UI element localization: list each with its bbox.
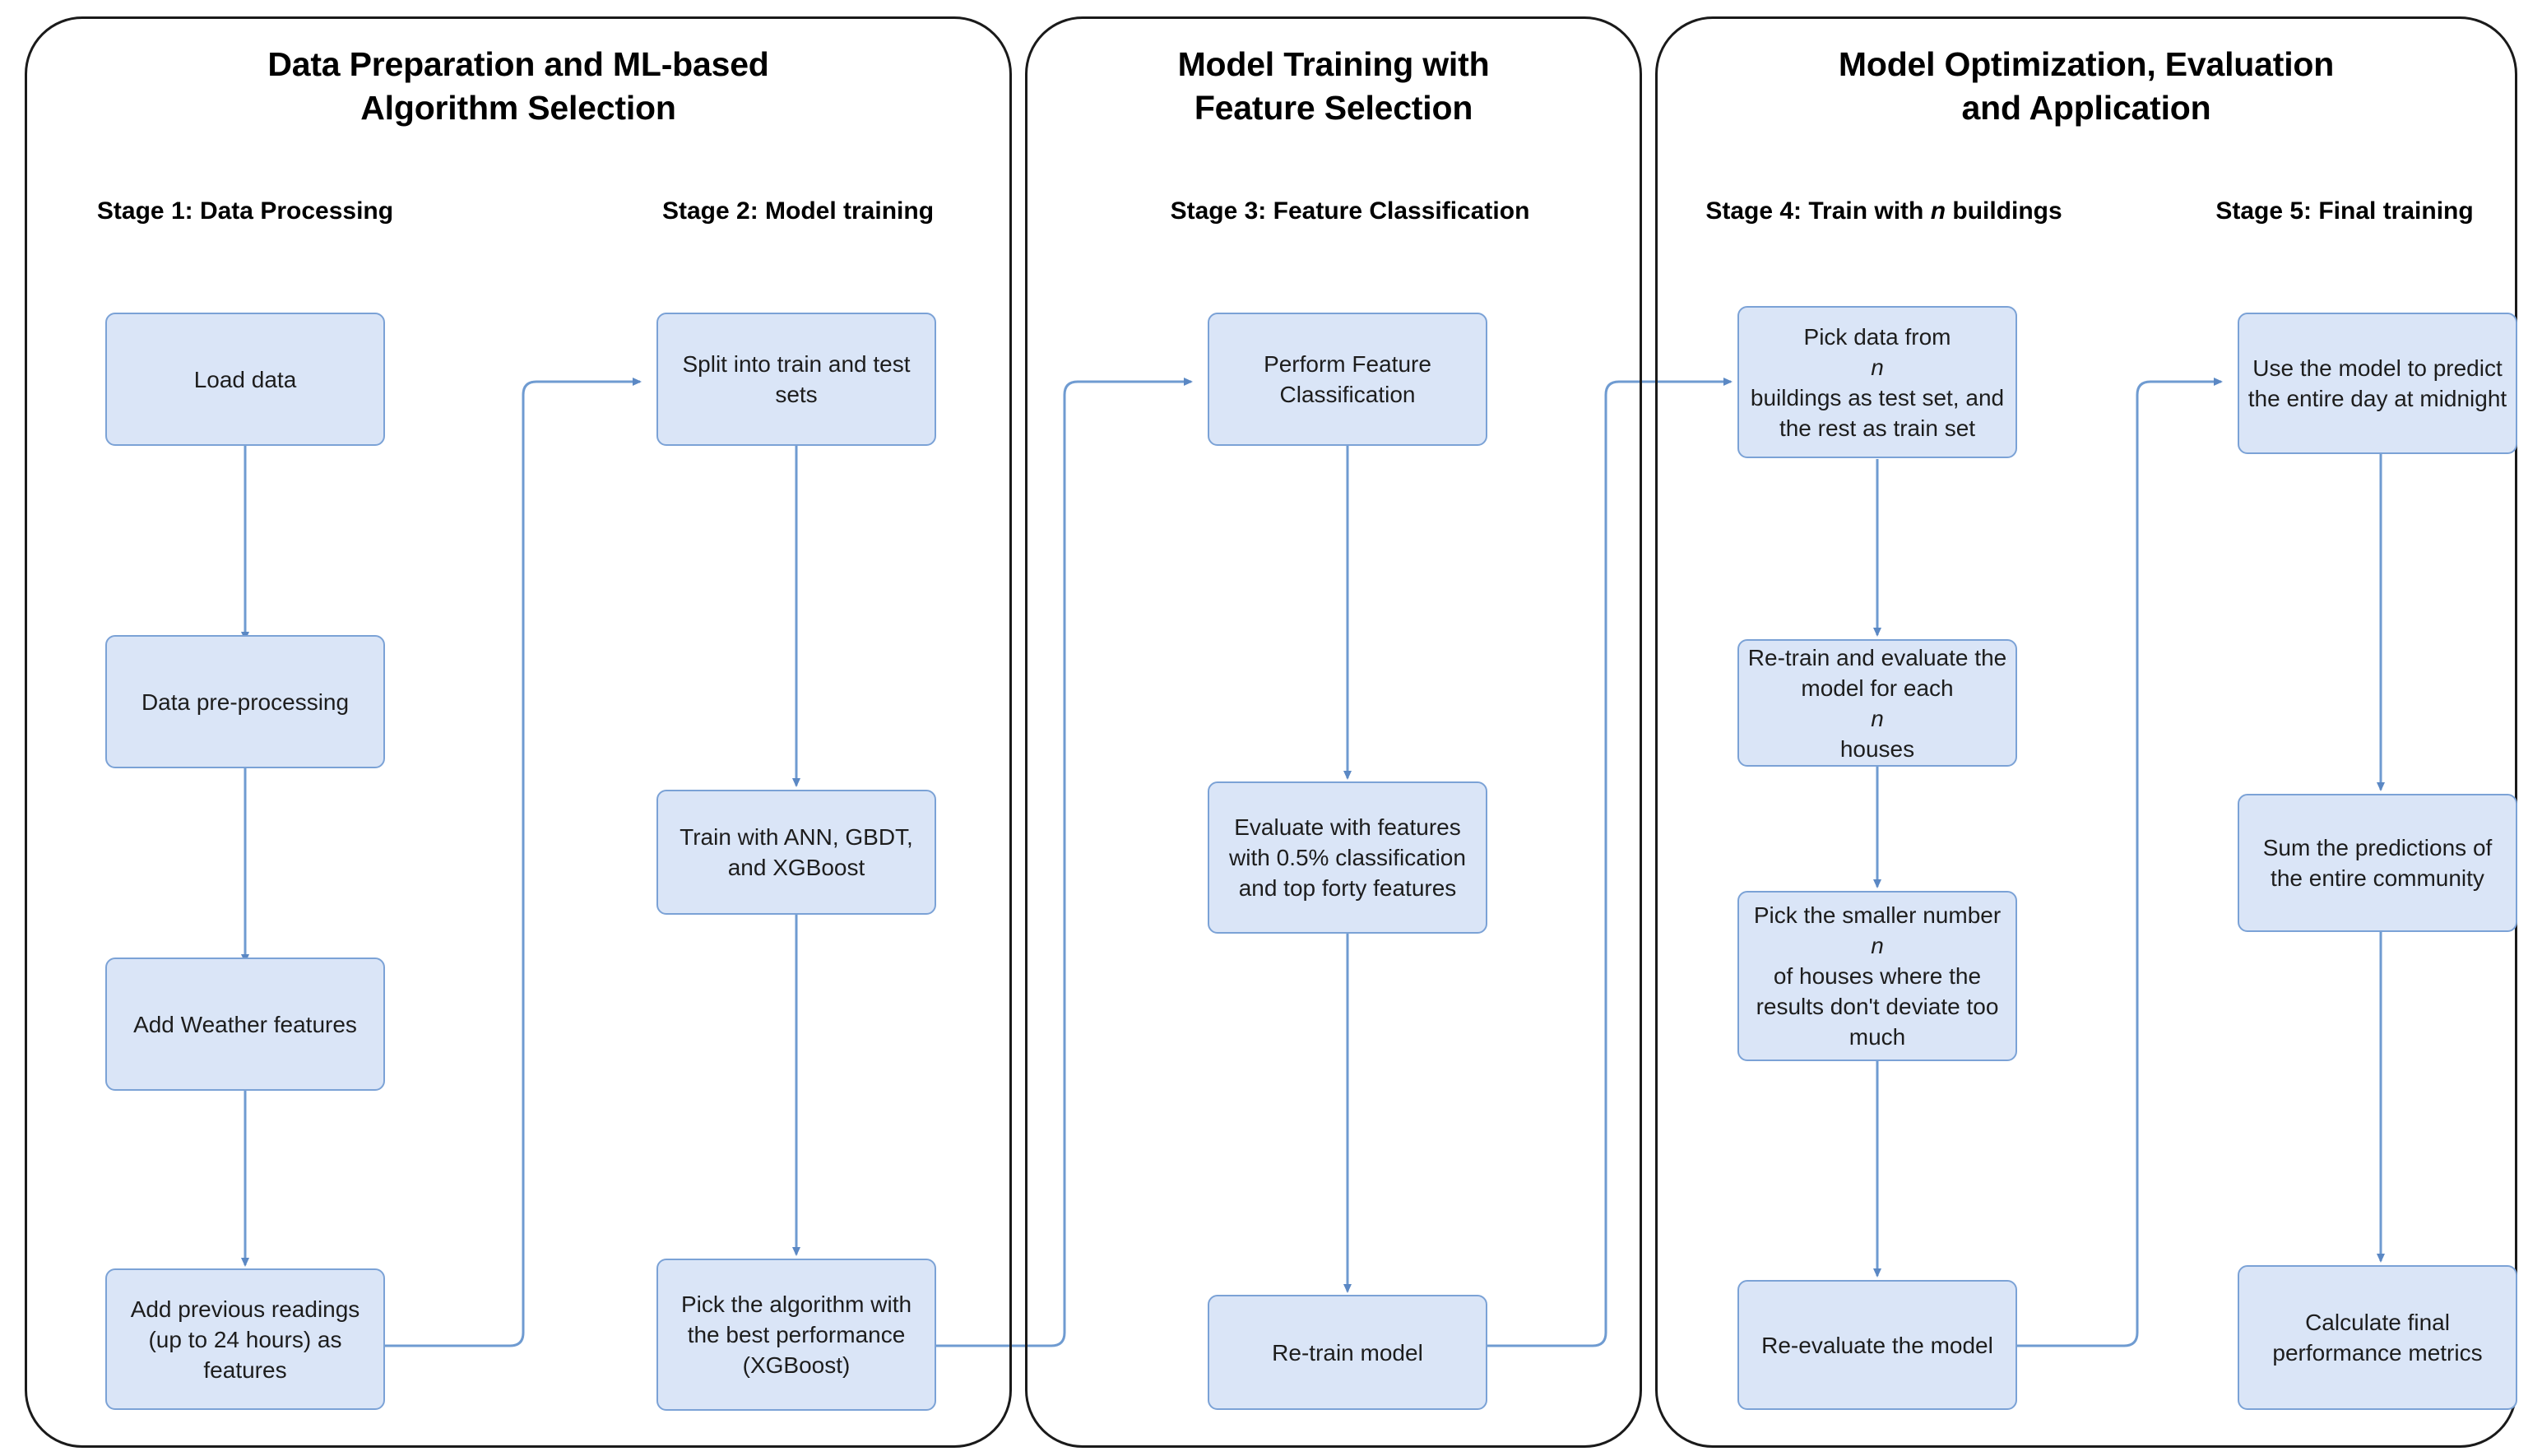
node-evaluate-features[interactable]: Evaluate with features with 0.5% classif… [1208,781,1487,934]
node-retrain-evaluate-each-n-houses[interactable]: Re-train and evaluate the model for each… [1737,639,2017,767]
node-label: Re-evaluate the model [1761,1332,1993,1358]
node-pick-data-n-buildings[interactable]: Pick data from n buildings as test set, … [1737,306,2017,458]
node-label: Use the model to predict the entire day … [2247,355,2507,411]
group-title-line1: Model Training with [1177,45,1490,83]
node-label: Pick data from n buildings as test set, … [1747,322,2007,443]
stage-label-text: Stage 5: Final training [2215,197,2474,225]
node-label: Split into train and test sets [682,351,911,407]
node-label-post: of houses where the results don't deviat… [1756,963,1999,1050]
stage-label-text: Stage 2: Model training [661,197,935,225]
node-label: Pick the algorithm with the best perform… [680,1291,912,1378]
stage-label-3: Stage 3: Feature Classification [1148,197,1552,225]
group-title-data-preparation: Data Preparation and ML-based Algorithm … [25,43,1012,130]
stage-label-1: Stage 1: Data Processing [56,197,434,225]
group-title-line1: Model Optimization, Evaluation [1838,45,2335,83]
node-label: Perform Feature Classification [1264,351,1431,407]
node-label: Add previous readings (up to 24 hours) a… [130,1296,360,1383]
node-label: Calculate final performance metrics [2272,1310,2483,1366]
group-container-data-preparation [25,16,1012,1448]
stage-label-text-post: buildings [1946,197,2062,225]
node-label: Data pre-processing [141,689,350,715]
node-label-pre: Re-train and evaluate the model for each [1747,644,2007,701]
node-pick-smaller-number-n-houses[interactable]: Pick the smaller number n of houses wher… [1737,891,2017,1061]
stage-label-text: Stage 3: Feature Classification [1170,197,1530,225]
node-perform-feature-classification[interactable]: Perform Feature Classification [1208,313,1487,446]
stage-label-text: Stage 1: Data Processing [96,197,394,225]
group-container-model-optimization [1655,16,2517,1448]
node-train-ann-gbdt-xgboost[interactable]: Train with ANN, GBDT, and XGBoost [656,790,936,915]
node-label: Load data [193,366,297,392]
group-title-line1: Data Preparation and ML-based [267,45,769,83]
node-label-italic: n [1871,933,1884,958]
node-label: Evaluate with features with 0.5% classif… [1229,814,1466,901]
node-add-weather-features[interactable]: Add Weather features [105,958,385,1091]
node-split-train-test[interactable]: Split into train and test sets [656,313,936,446]
stage-label-text: Stage 4: Train with [1705,197,1931,225]
node-add-previous-readings[interactable]: Add previous readings (up to 24 hours) a… [105,1268,385,1410]
node-label-italic: n [1871,705,1884,731]
node-label: Train with ANN, GBDT, and XGBoost [680,824,913,880]
group-title-line2: and Application [1961,89,2211,127]
node-label-pre: Pick data from [1803,323,1951,350]
stage-label-2: Stage 2: Model training [609,197,987,225]
node-label-italic: n [1871,354,1884,380]
node-label-post: buildings as test set, and the rest as t… [1750,384,2005,441]
node-re-train-model[interactable]: Re-train model [1208,1295,1487,1410]
node-label-post: houses [1839,735,1915,762]
group-container-model-training [1025,16,1642,1448]
node-calculate-final-metrics[interactable]: Calculate final performance metrics [2238,1265,2517,1410]
node-re-evaluate-model[interactable]: Re-evaluate the model [1737,1280,2017,1410]
group-title-line2: Algorithm Selection [360,89,676,127]
node-label: Add Weather features [133,1011,357,1037]
node-label: Pick the smaller number n of houses wher… [1747,900,2007,1052]
group-title-model-training: Model Training with Feature Selection [1025,43,1642,130]
node-predict-entire-day[interactable]: Use the model to predict the entire day … [2238,313,2517,454]
group-title-model-optimization: Model Optimization, Evaluation and Appli… [1655,43,2517,130]
node-label: Re-train model [1272,1339,1423,1366]
node-label: Re-train and evaluate the model for each… [1747,642,2007,764]
node-label: Sum the predictions of the entire commun… [2262,835,2493,891]
group-title-line2: Feature Selection [1194,89,1473,127]
stage-label-5: Stage 5: Final training [2172,197,2517,225]
stage-label-4: Stage 4: Train with n buildings [1662,197,2106,225]
stage-label-italic: n [1930,197,1946,225]
node-pick-best-algorithm[interactable]: Pick the algorithm with the best perform… [656,1259,936,1411]
node-sum-predictions-community[interactable]: Sum the predictions of the entire commun… [2238,794,2517,932]
node-load-data[interactable]: Load data [105,313,385,446]
node-label-pre: Pick the smaller number [1753,902,2002,928]
node-data-pre-processing[interactable]: Data pre-processing [105,635,385,768]
